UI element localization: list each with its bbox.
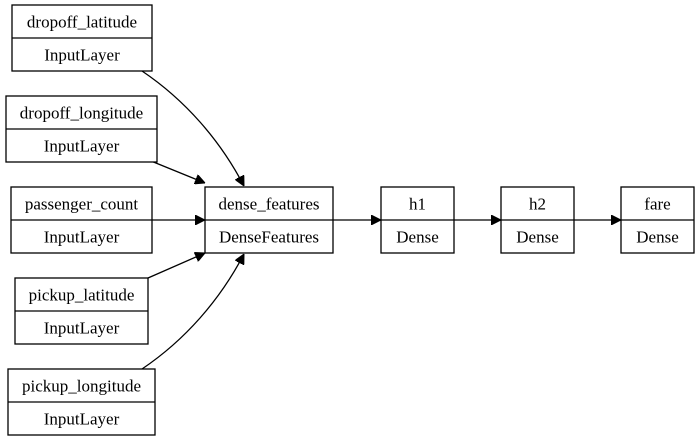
node-type: Dense: [636, 228, 678, 247]
node-name: passenger_count: [25, 195, 139, 214]
edge-dropoff-longitude-to-dense-features: [150, 160, 205, 183]
edge-pickup-latitude-to-dense-features: [147, 253, 205, 279]
node-name: pickup_latitude: [29, 286, 135, 305]
node-h2: h2 Dense: [500, 186, 575, 254]
node-dropoff-longitude: dropoff_longitude InputLayer: [5, 95, 158, 163]
edge-dropoff-latitude-to-dense-features: [141, 70, 245, 186]
node-fare: fare Dense: [620, 186, 695, 254]
node-name: dense_features: [218, 195, 319, 214]
node-type: InputLayer: [44, 137, 120, 156]
node-name: fare: [644, 195, 670, 214]
node-passenger-count: passenger_count InputLayer: [10, 186, 153, 254]
node-name: dropoff_latitude: [27, 13, 137, 32]
node-type: Dense: [396, 228, 438, 247]
node-type: InputLayer: [44, 410, 120, 429]
node-name: h1: [409, 195, 426, 214]
edges: [141, 70, 621, 370]
node-type: Dense: [516, 228, 558, 247]
node-name: dropoff_longitude: [20, 104, 143, 123]
node-dense-features: dense_features DenseFeatures: [204, 186, 334, 254]
node-type: InputLayer: [44, 319, 120, 338]
node-type: InputLayer: [44, 46, 120, 65]
edge-pickup-longitude-to-dense-features: [141, 254, 245, 370]
node-type: InputLayer: [44, 228, 120, 247]
node-type: DenseFeatures: [219, 228, 319, 247]
node-name: h2: [529, 195, 546, 214]
node-name: pickup_longitude: [22, 377, 141, 396]
node-h1: h1 Dense: [380, 186, 455, 254]
node-pickup-longitude: pickup_longitude InputLayer: [7, 368, 156, 436]
node-dropoff-latitude: dropoff_latitude InputLayer: [11, 4, 153, 72]
node-pickup-latitude: pickup_latitude InputLayer: [14, 277, 149, 345]
